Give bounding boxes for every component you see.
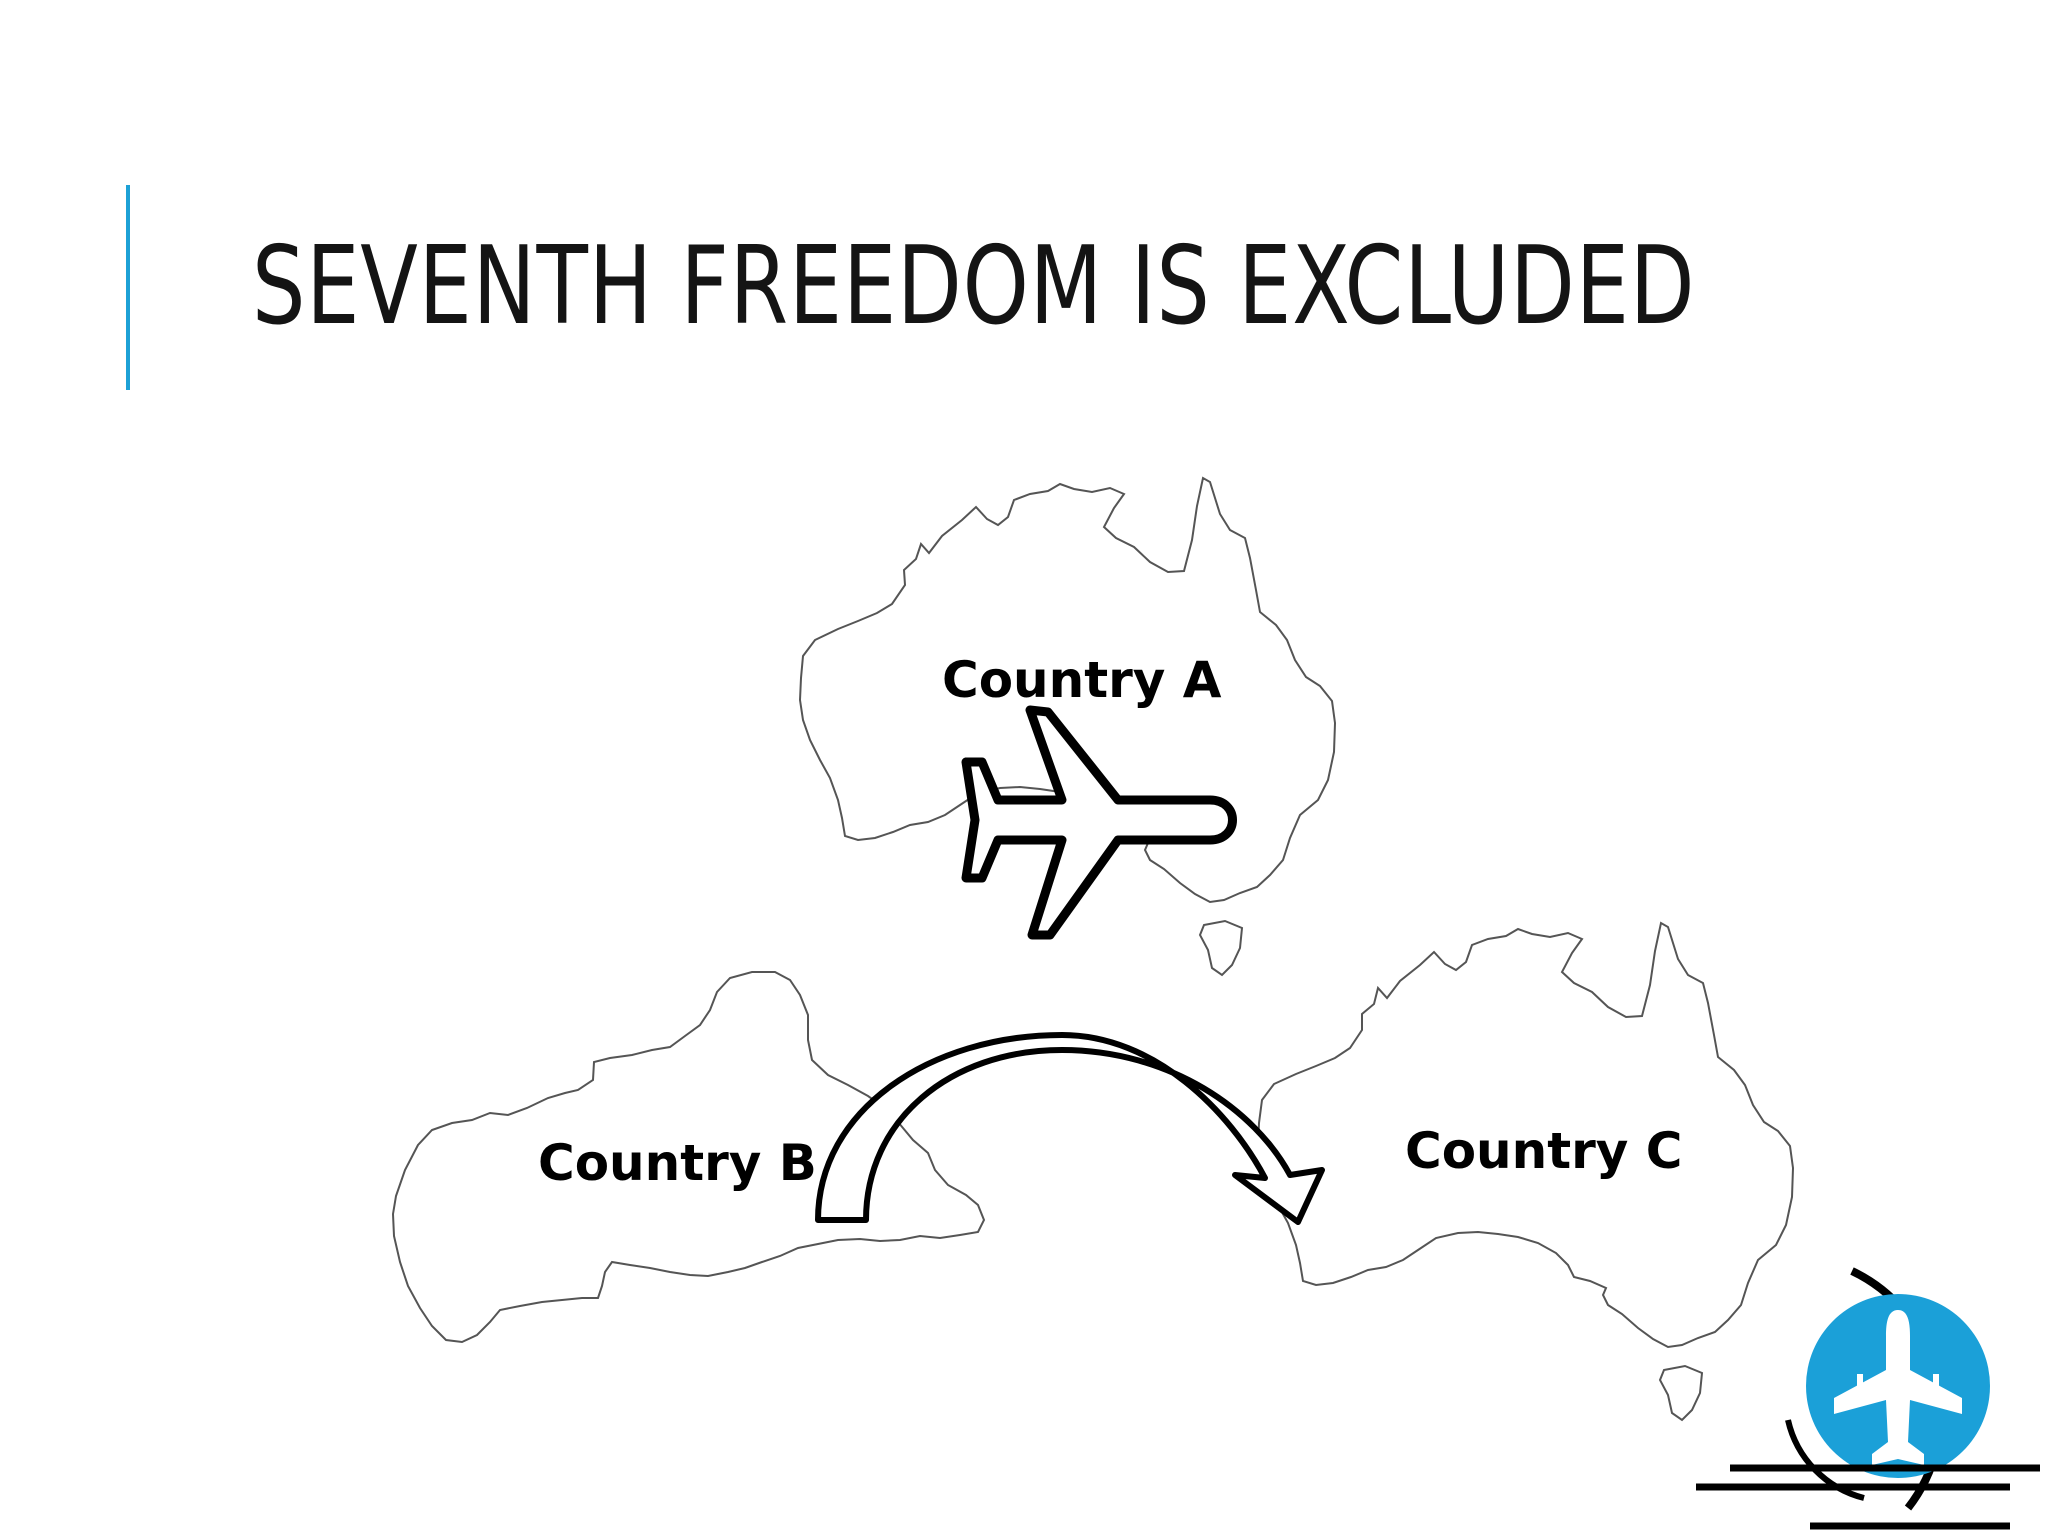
curved-arrow-icon (815, 1032, 1325, 1225)
country-a-label: Country A (942, 651, 1222, 709)
country-b-map (391, 971, 986, 1344)
page-title: SEVENTH FREEDOM IS EXCLUDED (252, 224, 1696, 349)
country-c-label: Country C (1405, 1122, 1683, 1180)
accent-bar (126, 185, 130, 390)
country-a-map (798, 476, 1337, 977)
airplane-outline-icon (961, 705, 1237, 940)
country-c-map (1256, 921, 1795, 1422)
country-b-label: Country B (538, 1134, 817, 1192)
airport-badge-icon (1696, 1267, 2040, 1530)
